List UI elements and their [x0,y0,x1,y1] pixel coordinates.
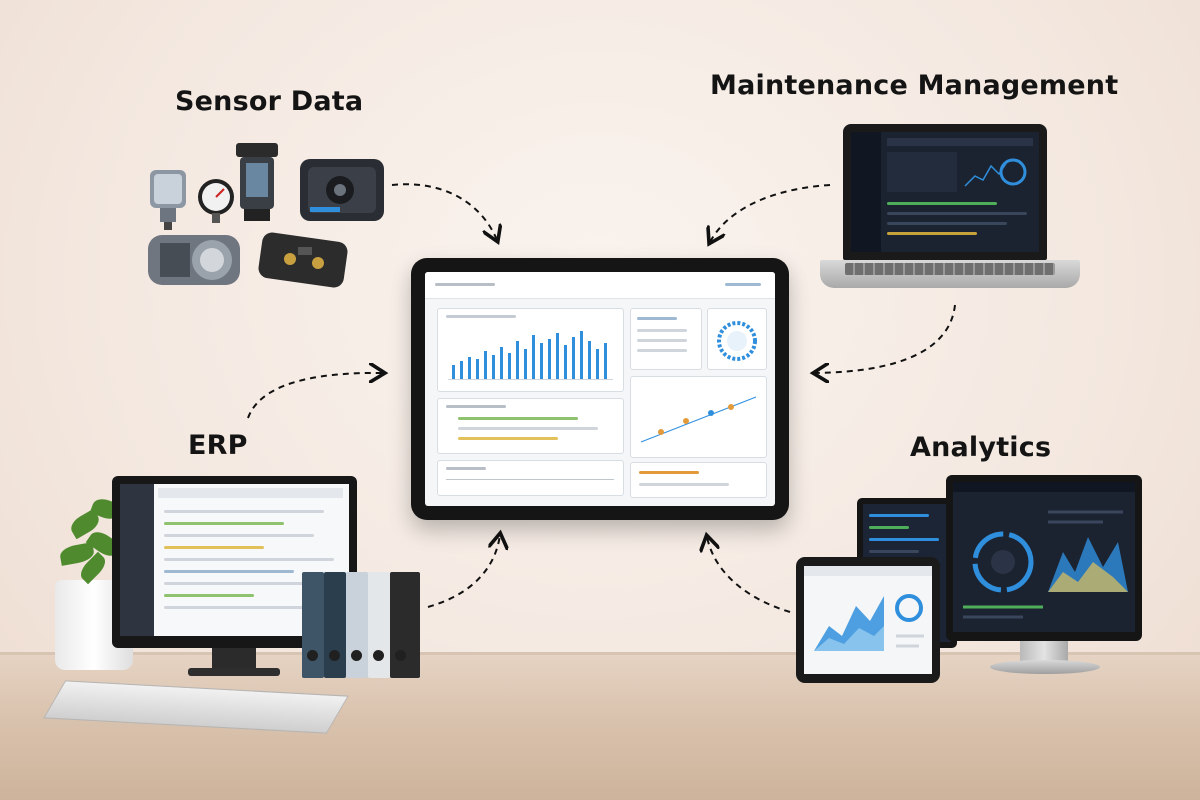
motor-icon [148,235,240,285]
erp-monitor [112,476,357,648]
hub-bar [508,353,511,379]
analytics-label: Analytics [910,432,1052,463]
alerts-panel [630,462,767,498]
bar-chart-panel [437,308,624,392]
hub-bar [556,333,559,379]
laptop [843,124,1047,260]
analytics-main-monitor [946,475,1142,641]
hub-dashboard-screen [425,272,775,506]
gauge-icon [198,179,234,223]
hub-bar [460,361,463,379]
analytics-tablet [796,557,940,683]
hub-bar [524,349,527,379]
dashboard-header [425,272,775,299]
flow-sensor-icon [236,143,278,221]
analytics-dashboard-screen [953,482,1135,632]
maintenance-management-label: Maintenance Management [710,70,1119,101]
analytics-monitor-foot [990,660,1100,674]
hub-bar [596,349,599,379]
erp-monitor-foot [188,668,280,676]
arrow-maintenance-to-hub [710,184,831,242]
hub-bar [580,331,583,379]
circuit-board-icon [258,232,348,288]
hub-bar [532,335,535,379]
hub-bar [476,359,479,379]
hub-bar [500,347,503,379]
hub-bar [604,343,607,379]
erp-monitor-stand [212,648,256,670]
hub-bar [516,341,519,379]
analytics-tablet-screen [804,566,932,674]
hub-bar [572,337,575,379]
desk-surface [0,655,1200,800]
arrow-analytics-to-hub [707,537,791,613]
hub-bar [492,355,495,379]
analytics-monitor-stand [1020,641,1068,661]
scatter-panel [630,376,767,458]
arrow-hub-to-maintenance [815,304,956,373]
sensor-data-label: Sensor Data [175,86,364,117]
hub-bar [452,365,455,379]
table-panel [437,398,624,454]
gauge-panel [707,308,767,370]
hub-bar [484,351,487,379]
arrow-sensor-to-hub [391,183,497,240]
hub-bar [588,341,591,379]
erp-label: ERP [188,430,248,461]
hub-bar [564,345,567,379]
hub-bar [548,339,551,379]
controller-icon [300,159,384,221]
list-panel [630,308,702,370]
timeline-panel [437,460,624,496]
arrow-erp-bottom-to-hub [427,535,500,608]
maintenance-dashboard-screen [851,132,1039,252]
hub-bar [540,343,543,379]
laptop-keys [845,263,1055,275]
central-tablet [411,258,789,520]
hub-bar [468,357,471,379]
desk-edge [0,652,1200,656]
cylinder-sensor-icon [150,170,186,230]
arrow-erp-to-hub [247,373,383,419]
